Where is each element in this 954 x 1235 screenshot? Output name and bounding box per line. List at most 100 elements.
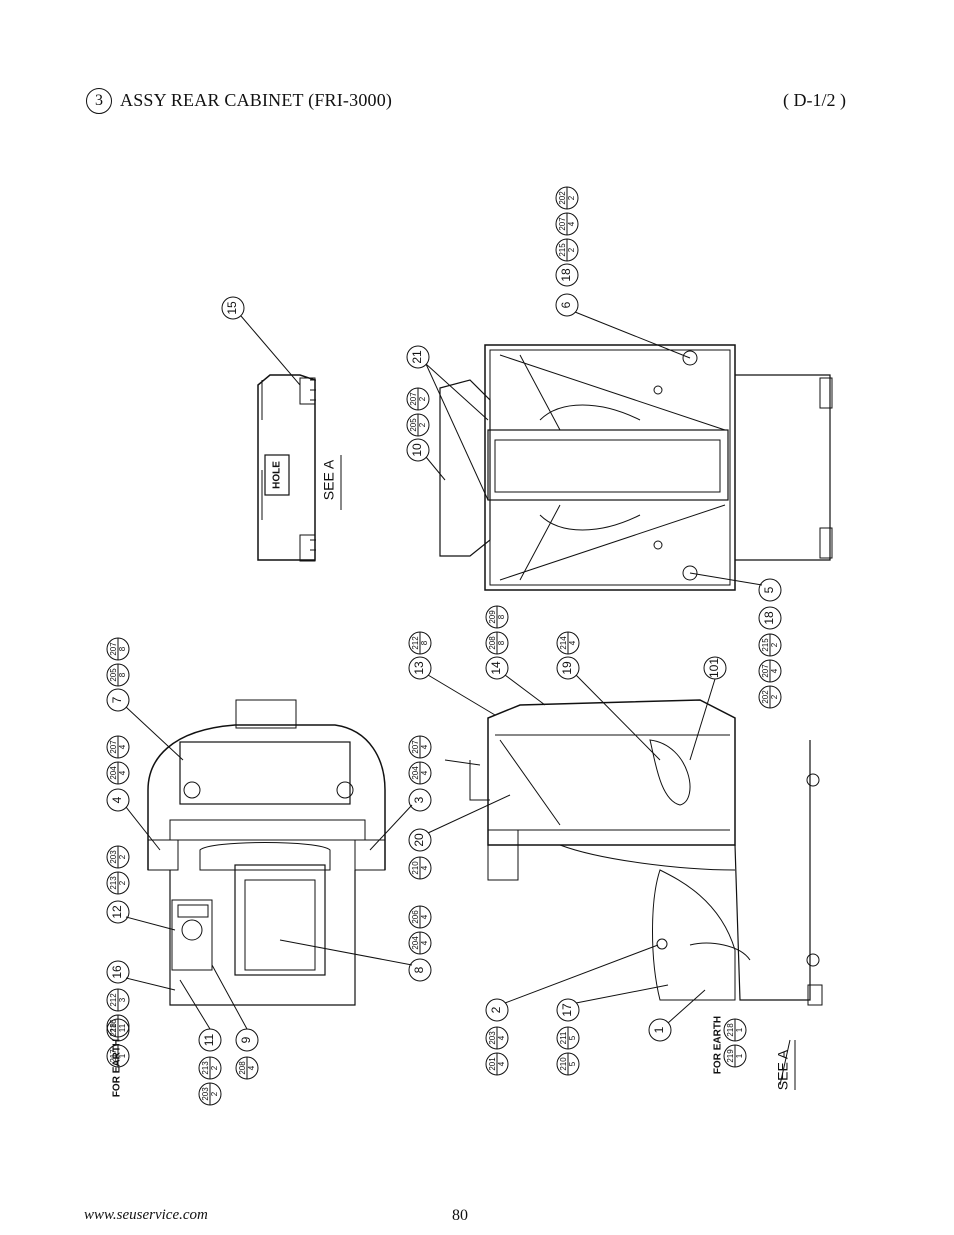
fastener-part-number: 207: [109, 642, 118, 656]
fastener-quantity: 2: [770, 642, 779, 647]
fastener-part-number: 205: [109, 668, 118, 682]
callout-2: 2: [489, 1006, 503, 1013]
fastener-quantity: 2: [118, 854, 127, 859]
fastener-quantity: 4: [497, 1061, 506, 1066]
fastener-quantity: 2: [567, 195, 576, 200]
fastener-part-number: 204: [411, 936, 420, 950]
fastener-part-number: 203: [201, 1087, 210, 1101]
fastener-quantity: 2: [418, 422, 427, 427]
fastener-part-number: 208: [488, 636, 497, 650]
for-earth-bottom: FOR EARTH: [713, 1016, 724, 1074]
section-number: 3: [86, 88, 112, 114]
fastener-part-number: 207: [761, 664, 770, 678]
sheet-number: ( D-1/2 ): [783, 90, 846, 110]
fastener-part-number: 215: [761, 638, 770, 652]
callout-9: 9: [239, 1036, 253, 1043]
callout-18: 18: [559, 268, 573, 282]
fastener-quantity: 1: [118, 1023, 127, 1028]
fastener-quantity: 1: [735, 1027, 744, 1032]
footer-url: www.seuservice.com: [84, 1207, 208, 1223]
fastener-part-number: 214: [559, 636, 568, 650]
callout-19: 19: [560, 661, 574, 675]
fastener-part-number: 208: [238, 1061, 247, 1075]
fastener-quantity: 3: [118, 997, 127, 1002]
fastener-quantity: 4: [118, 770, 127, 775]
fastener-part-number: 207: [109, 740, 118, 754]
fastener-part-number: 206: [411, 910, 420, 924]
fastener-part-number: 207: [411, 740, 420, 754]
top-view: [439, 344, 833, 591]
fastener-quantity: 1: [735, 1053, 744, 1058]
callout-13: 13: [412, 661, 426, 675]
fastener-part-number: 207: [558, 217, 567, 231]
fastener-quantity: 8: [118, 672, 127, 677]
hole-label: HOLE: [272, 461, 283, 489]
callout-15: 15: [225, 301, 239, 315]
plan-view: [147, 699, 386, 1006]
fastener-part-number: 210: [559, 1057, 568, 1071]
fastener-part-number: 203: [488, 1031, 497, 1045]
fastener-quantity: 2: [770, 694, 779, 699]
fastener-part-number: 217: [109, 1049, 118, 1063]
see-a-bottom: SEE A: [775, 1049, 791, 1090]
fastener-part-number: 205: [409, 418, 418, 432]
fastener-quantity: 5: [568, 1061, 577, 1066]
fastener-quantity: 4: [247, 1065, 256, 1070]
page-header: 3 ASSY REAR CABINET (FRI-3000) ( D-1/2 ): [86, 88, 846, 116]
page-number: 80: [452, 1207, 468, 1224]
for-earth-left: FOR EARTH: [112, 1039, 123, 1097]
fastener-quantity: 2: [418, 396, 427, 401]
callout-group: 21 10 6 18 5 18 7 4 3 12 16 11 9 8 20 13…: [106, 263, 782, 1052]
fastener-part-number: 202: [761, 690, 770, 704]
callout-11: 11: [202, 1033, 216, 1046]
fastener-quantity: 4: [497, 1035, 506, 1040]
fastener-quantity: 8: [497, 614, 506, 619]
fastener-quantity: 2: [118, 880, 127, 885]
fastener-part-number: 203: [109, 850, 118, 864]
fastener-part-number: 215: [558, 243, 567, 257]
fastener-quantity: 2: [210, 1065, 219, 1070]
callout-6: 6: [559, 301, 573, 308]
callout-18b: 18: [762, 611, 776, 625]
fastener-part-number: 213: [201, 1061, 210, 1075]
fastener-part-number: 219: [726, 1049, 735, 1063]
fastener-quantity: 8: [497, 640, 506, 645]
callout-21: 21: [410, 350, 424, 364]
fastener-quantity: 2: [567, 247, 576, 252]
fastener-quantity: 4: [118, 744, 127, 749]
fastener-quantity: 5: [568, 1035, 577, 1040]
callout-20: 20: [412, 833, 426, 847]
fastener-part-number: 218: [109, 1023, 118, 1037]
fastener-part-number: 209: [488, 610, 497, 624]
fastener-quantity: 4: [420, 940, 429, 945]
see-a-top: SEE A: [321, 459, 337, 500]
callout-3: 3: [412, 796, 426, 803]
fastener-quantity: 4: [770, 668, 779, 673]
fastener-quantity: 8: [420, 640, 429, 645]
fastener-part-number: 207: [409, 392, 418, 406]
